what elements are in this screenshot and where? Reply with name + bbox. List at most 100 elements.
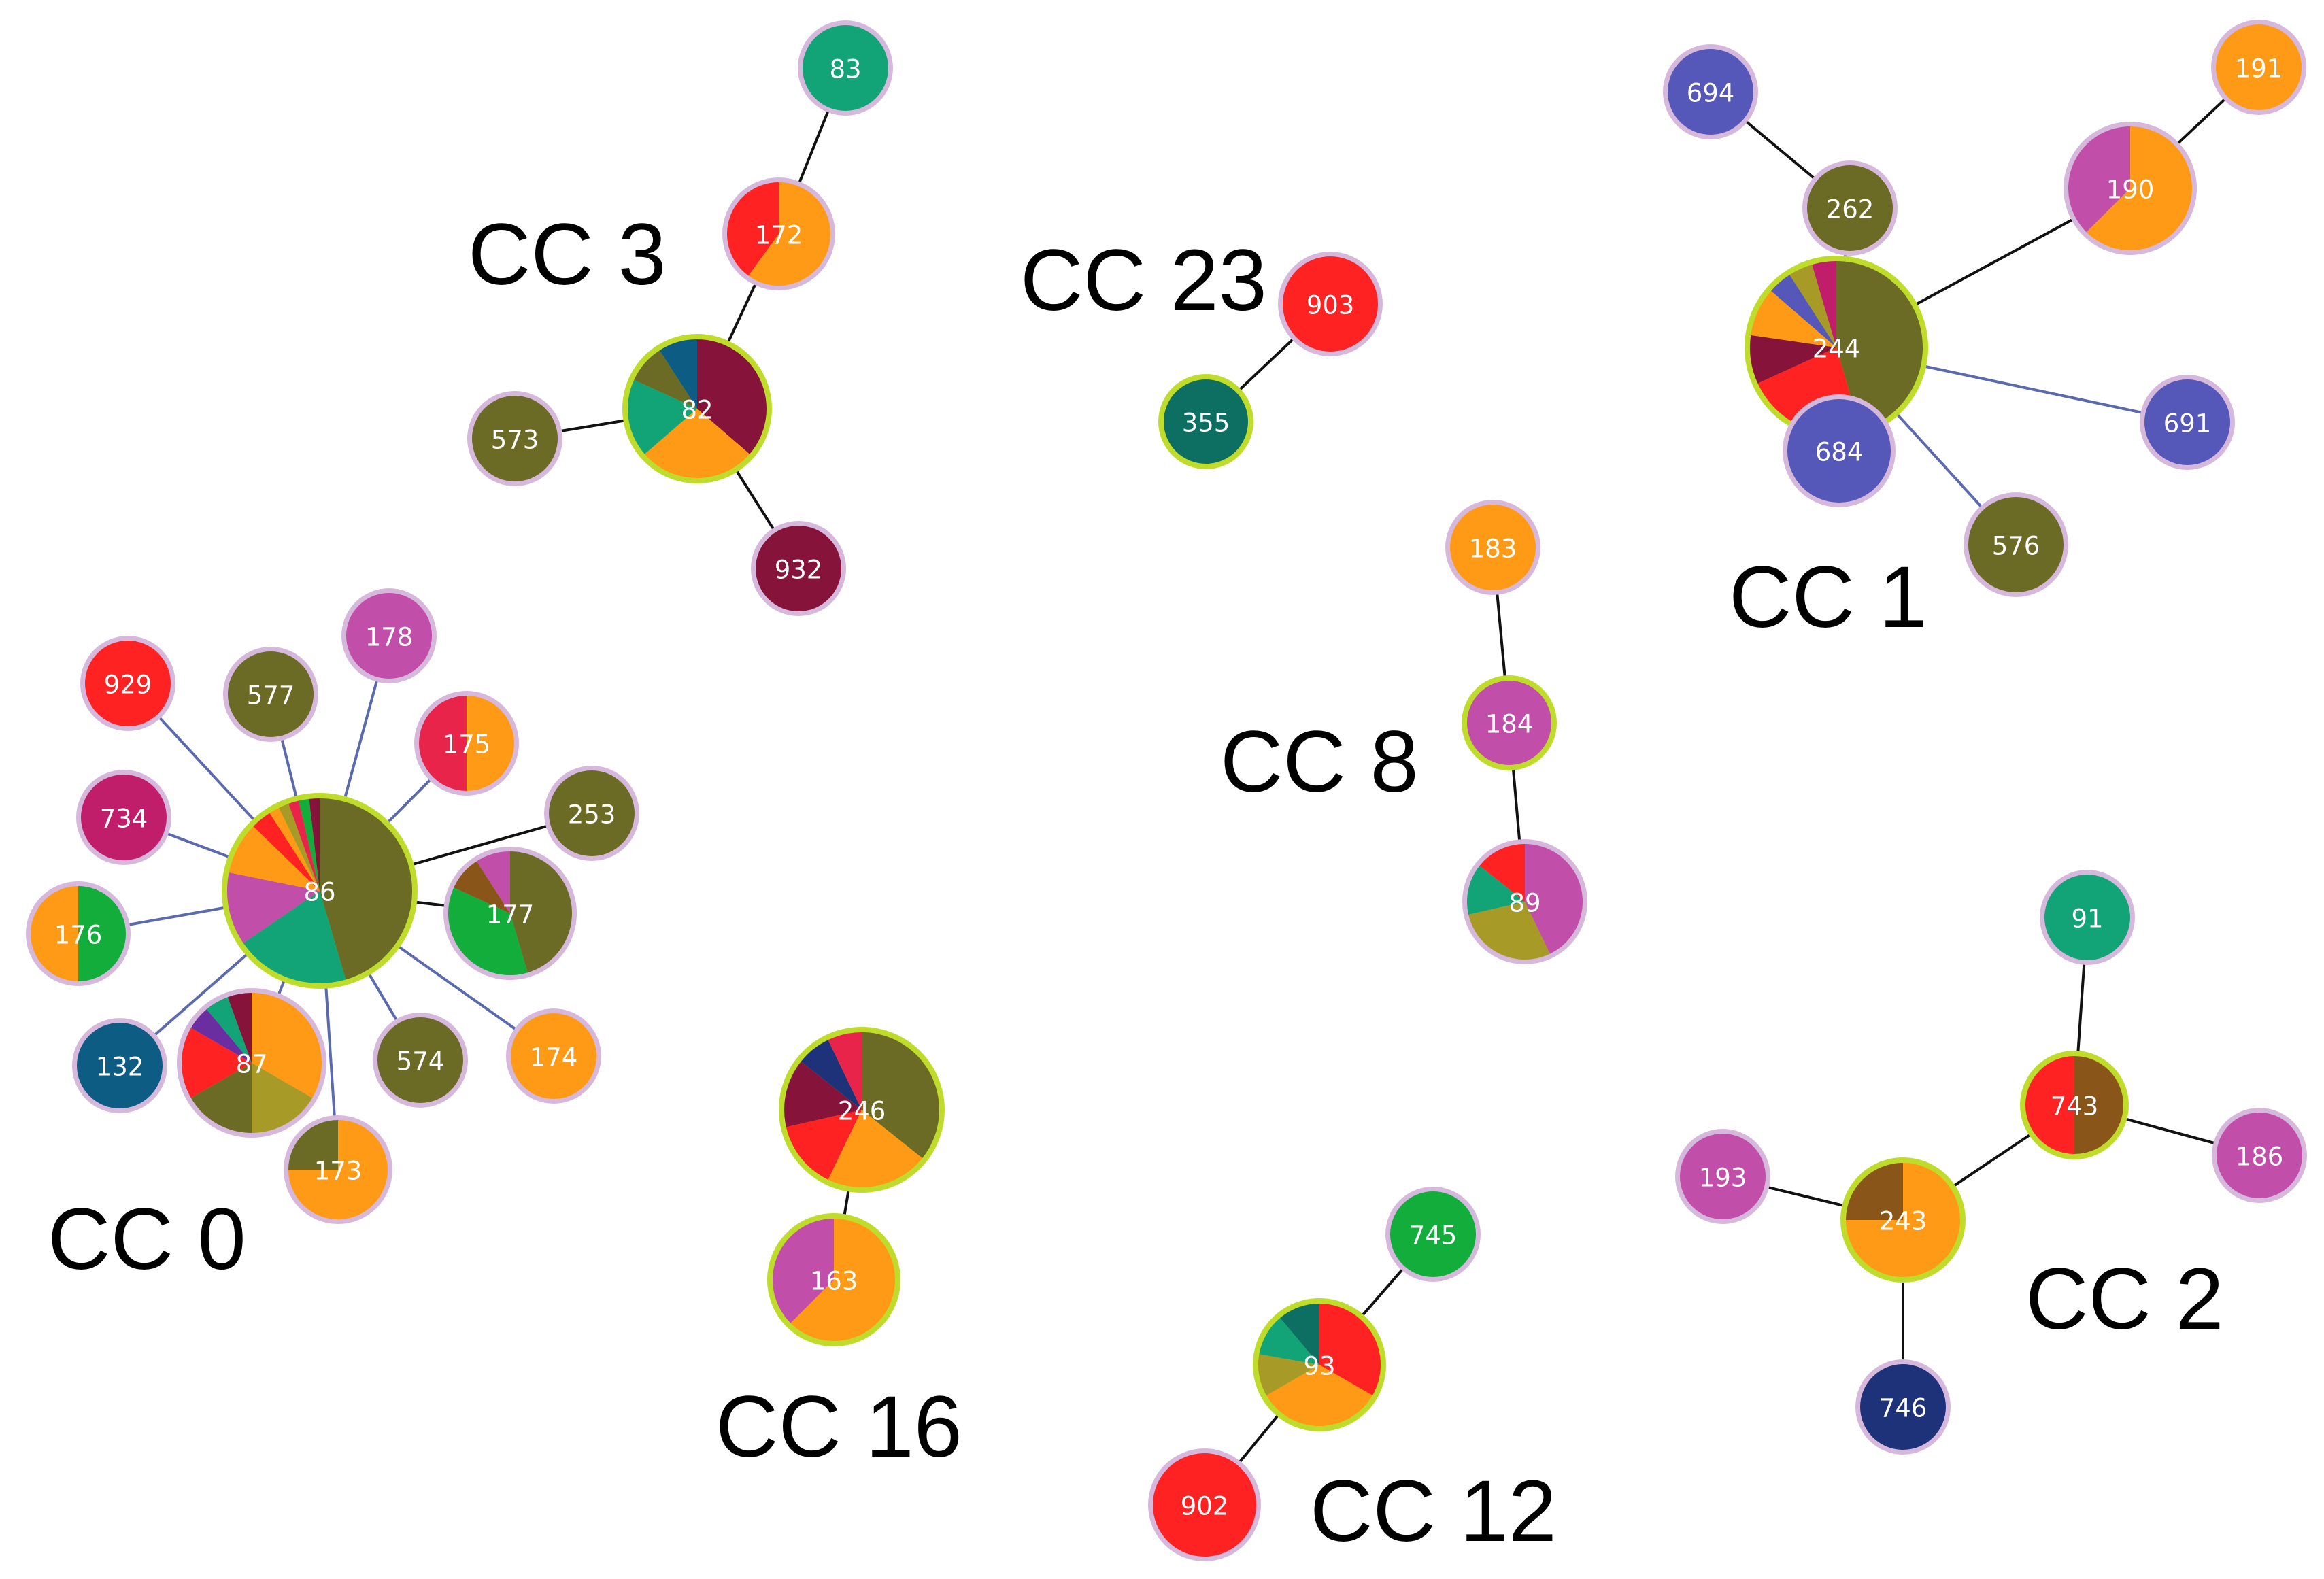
node-label: 184 bbox=[1485, 710, 1534, 739]
node-label: 244 bbox=[1813, 335, 1861, 364]
pie-slice bbox=[1750, 335, 1836, 384]
node-label: 745 bbox=[1409, 1221, 1458, 1251]
node-label: 243 bbox=[1879, 1207, 1927, 1236]
node-label: 178 bbox=[365, 623, 414, 652]
node-174[interactable]: 174 bbox=[506, 1008, 601, 1104]
pie-slice bbox=[801, 1040, 862, 1110]
node-label: 902 bbox=[1181, 1492, 1229, 1521]
pie-slice bbox=[288, 800, 320, 891]
node-label: 183 bbox=[1469, 534, 1517, 564]
node-734[interactable]: 734 bbox=[76, 770, 171, 865]
node-label: 82 bbox=[681, 396, 713, 425]
node-574[interactable]: 574 bbox=[373, 1013, 468, 1108]
pie-slice bbox=[1283, 256, 1378, 352]
node-172[interactable]: 172 bbox=[722, 177, 835, 290]
node-183[interactable]: 183 bbox=[1445, 500, 1540, 595]
node-87[interactable]: 87 bbox=[177, 988, 326, 1138]
node-label: 932 bbox=[775, 556, 823, 585]
node-243[interactable]: 243 bbox=[1840, 1157, 1966, 1283]
node-929[interactable]: 929 bbox=[80, 636, 175, 731]
pie-slice bbox=[1789, 265, 1836, 347]
node-82[interactable]: 82 bbox=[622, 334, 772, 483]
pie-slice bbox=[252, 993, 322, 1098]
pie-slice bbox=[748, 182, 831, 286]
node-745[interactable]: 745 bbox=[1385, 1187, 1481, 1282]
pie-slice bbox=[229, 826, 320, 891]
node-743[interactable]: 743 bbox=[2020, 1051, 2129, 1159]
pie-slice bbox=[1860, 1364, 1946, 1450]
node-184[interactable]: 184 bbox=[1462, 675, 1557, 770]
pie-slice bbox=[252, 1063, 313, 1133]
pie-slice bbox=[1680, 1134, 1766, 1219]
node-694[interactable]: 694 bbox=[1663, 44, 1758, 139]
node-173[interactable]: 173 bbox=[284, 1115, 392, 1224]
node-903[interactable]: 903 bbox=[1278, 252, 1383, 356]
pie-slice bbox=[2086, 126, 2192, 251]
node-89[interactable]: 89 bbox=[1462, 839, 1587, 964]
pie-slice bbox=[1751, 290, 1836, 347]
node-746[interactable]: 746 bbox=[1855, 1359, 1951, 1455]
pie-slice bbox=[288, 1120, 338, 1170]
node-932[interactable]: 932 bbox=[751, 521, 846, 616]
cluster-label-layer: CC 0 CC 3 CC 23 CC 1 CC 8 CC 16 CC 12 CC… bbox=[48, 206, 2224, 1560]
node-577[interactable]: 577 bbox=[223, 647, 318, 742]
pie-slice bbox=[510, 851, 573, 973]
pie-slice bbox=[476, 851, 510, 913]
pie-slice bbox=[634, 350, 697, 409]
node-691[interactable]: 691 bbox=[2140, 375, 2235, 470]
node-86[interactable]: 86 bbox=[222, 793, 418, 989]
node-label: 175 bbox=[443, 730, 491, 760]
node-91[interactable]: 91 bbox=[2040, 870, 2135, 965]
pie-slice bbox=[727, 182, 779, 276]
pie-slice bbox=[828, 1032, 862, 1110]
node-244[interactable]: 244 bbox=[1745, 256, 1928, 439]
node-163[interactable]: 163 bbox=[767, 1213, 900, 1346]
node-label: 193 bbox=[1699, 1164, 1747, 1193]
node-178[interactable]: 178 bbox=[341, 588, 437, 683]
node-label: 573 bbox=[491, 426, 539, 455]
node-191[interactable]: 191 bbox=[2211, 20, 2306, 115]
node-label: 174 bbox=[530, 1043, 578, 1072]
node-label: 163 bbox=[810, 1267, 858, 1296]
node-902[interactable]: 902 bbox=[1148, 1448, 1261, 1561]
node-label: 89 bbox=[1509, 889, 1540, 918]
node-190[interactable]: 190 bbox=[2064, 122, 2197, 255]
pie-slice bbox=[697, 339, 767, 454]
node-label: 83 bbox=[829, 55, 861, 84]
pie-slice bbox=[227, 993, 252, 1063]
node-262[interactable]: 262 bbox=[1802, 160, 1898, 256]
node-576[interactable]: 576 bbox=[1964, 492, 2068, 597]
node-label: 177 bbox=[486, 900, 535, 930]
node-684[interactable]: 684 bbox=[1783, 394, 1896, 507]
node-93[interactable]: 93 bbox=[1253, 1298, 1386, 1431]
node-193[interactable]: 193 bbox=[1675, 1129, 1770, 1224]
node-83[interactable]: 83 bbox=[798, 20, 893, 116]
node-label: 186 bbox=[2236, 1142, 2284, 1172]
node-253[interactable]: 253 bbox=[544, 766, 639, 861]
node-177[interactable]: 177 bbox=[443, 847, 577, 980]
pie-slice bbox=[1390, 1191, 1476, 1277]
node-176[interactable]: 176 bbox=[26, 881, 131, 986]
pie-slice bbox=[2068, 126, 2130, 233]
node-573[interactable]: 573 bbox=[467, 391, 562, 486]
node-label: 86 bbox=[303, 878, 335, 907]
pie-slice bbox=[190, 1009, 252, 1063]
pie-slice bbox=[227, 872, 320, 943]
node-175[interactable]: 175 bbox=[414, 691, 519, 796]
node-label: 746 bbox=[1879, 1394, 1927, 1423]
node-132[interactable]: 132 bbox=[72, 1018, 167, 1113]
node-186[interactable]: 186 bbox=[2212, 1108, 2307, 1203]
node-label: 684 bbox=[1815, 438, 1864, 467]
node-label: 132 bbox=[96, 1053, 144, 1082]
node-label: 694 bbox=[1687, 79, 1735, 108]
node-355[interactable]: 355 bbox=[1158, 374, 1253, 469]
cluster-label-cc1: CC 1 bbox=[1729, 549, 1927, 646]
node-246[interactable]: 246 bbox=[779, 1027, 945, 1193]
node-label: 574 bbox=[397, 1047, 445, 1076]
node-label: 246 bbox=[838, 1097, 886, 1126]
node-label: 87 bbox=[235, 1050, 267, 1079]
pie-slice bbox=[31, 886, 78, 981]
node-label: 355 bbox=[1182, 409, 1230, 438]
pie-slice bbox=[1771, 275, 1836, 347]
